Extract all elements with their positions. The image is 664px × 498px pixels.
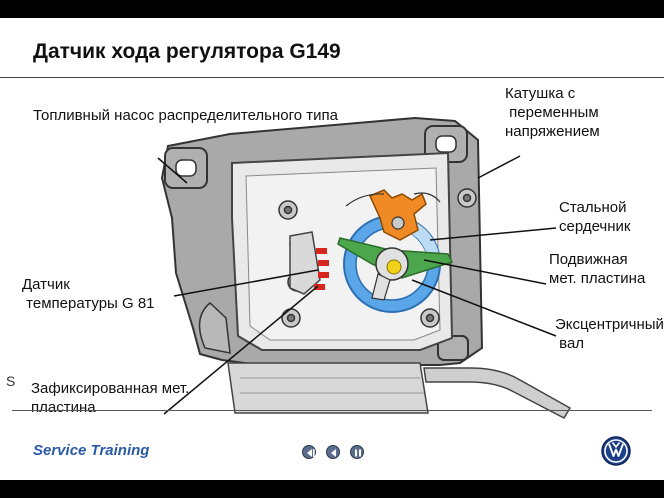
label-coil: Катушка с переменным напряжением (505, 85, 600, 140)
label-temperature-sensor: Датчик температуры G 81 (22, 276, 155, 312)
label-eccentric-shaft: Эксцентричный вал (555, 316, 664, 352)
title-rule (0, 77, 664, 78)
first-slide-icon (307, 449, 315, 457)
service-training-label: Service Training (33, 442, 150, 459)
label-fixed-plate: Зафиксированная мет. пластина (31, 380, 190, 416)
pause-icon (355, 449, 361, 457)
first-slide-button[interactable] (302, 445, 316, 459)
leader-lines (157, 155, 557, 415)
previous-slide-button[interactable] (326, 445, 340, 459)
page-title: Датчик хода регулятора G149 (33, 40, 341, 63)
label-fuel-pump: Топливный насос распределительного типа (33, 107, 338, 124)
eccentric-shaft (375, 247, 409, 281)
variable-voltage-coil (345, 189, 441, 241)
fixed-metal-plate (289, 231, 321, 295)
stray-letter: S (6, 373, 16, 389)
slide: Датчик хода регулятора G149 (0, 18, 664, 480)
regulator-sensor-diagram (157, 116, 572, 419)
label-moving-plate: Подвижная мет. пластина (549, 251, 646, 287)
vw-logo (601, 436, 631, 466)
shaft-lever (371, 273, 391, 301)
previous-slide-icon (331, 449, 336, 457)
temperature-sensor-g81 (314, 248, 329, 290)
label-steel-core: Стальной сердечник (559, 199, 631, 235)
pause-button[interactable] (350, 445, 364, 459)
footer-rule (12, 410, 652, 411)
